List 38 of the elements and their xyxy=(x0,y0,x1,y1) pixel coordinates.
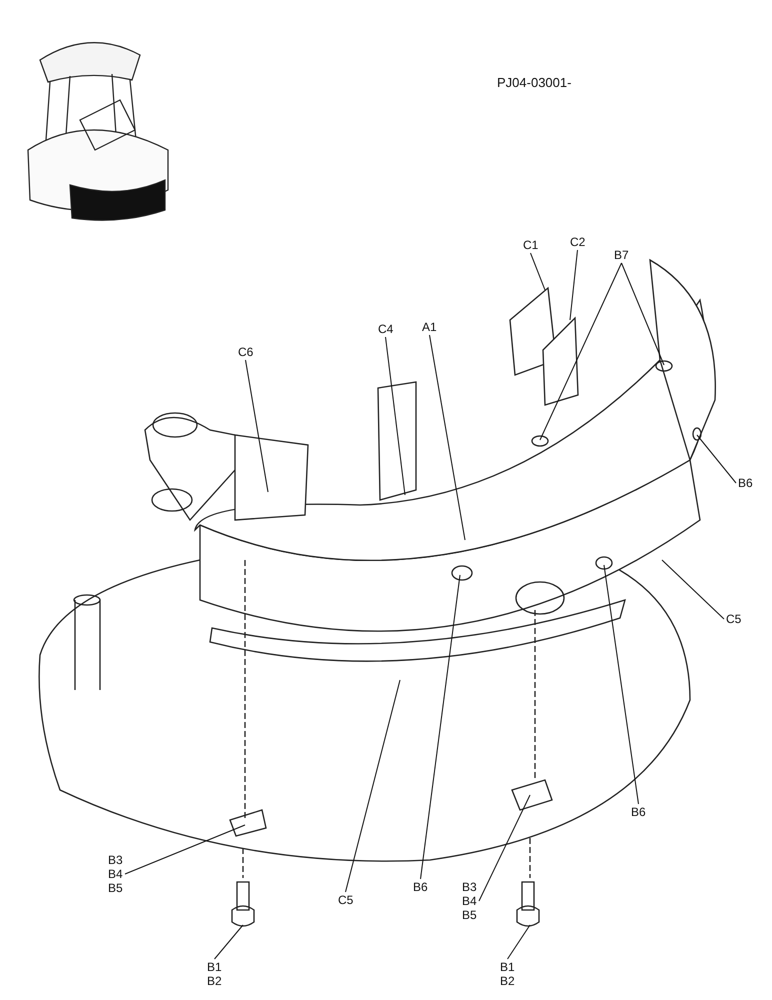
leader-line xyxy=(478,794,530,902)
leader-line xyxy=(245,360,268,492)
callout-number: B3 xyxy=(108,853,123,867)
leader-line xyxy=(540,262,622,440)
leader-line xyxy=(124,824,246,874)
drawing-number: PJ04-03001- xyxy=(497,75,572,90)
leader-line xyxy=(429,334,466,540)
leader-line xyxy=(662,560,724,620)
leader-line xyxy=(420,574,460,880)
leader-line xyxy=(570,250,578,320)
leader-line xyxy=(385,336,406,496)
leader-line xyxy=(345,680,400,892)
callout-number: B5 xyxy=(462,908,477,922)
callout-number: B6 xyxy=(738,476,753,490)
callout-number: B4 xyxy=(108,867,123,881)
leader-line xyxy=(604,564,639,804)
leader-line xyxy=(214,924,244,960)
leader-line xyxy=(507,924,530,960)
leader-line xyxy=(530,252,546,290)
callout-number: C2 xyxy=(570,235,586,249)
callout-number: B1 xyxy=(500,960,515,974)
callout-number: C5 xyxy=(726,612,742,626)
callout-number: C4 xyxy=(378,322,394,336)
callout-number: A1 xyxy=(422,320,437,334)
callout-number: C6 xyxy=(238,345,254,359)
leader-line xyxy=(621,262,664,366)
callout-number: B3 xyxy=(462,880,477,894)
callout-number: B5 xyxy=(108,881,123,895)
leader-line xyxy=(696,434,736,484)
callout-number: C5 xyxy=(338,893,354,907)
callout-number: C1 xyxy=(523,238,538,252)
callout-number: B4 xyxy=(462,894,477,908)
callout-number: B2 xyxy=(500,974,515,988)
callout-number: B7 xyxy=(614,248,629,262)
callout-number: B6 xyxy=(413,880,428,894)
callout-number: B6 xyxy=(631,805,646,819)
callout-number: B2 xyxy=(207,974,222,988)
callout-number: B1 xyxy=(207,960,222,974)
